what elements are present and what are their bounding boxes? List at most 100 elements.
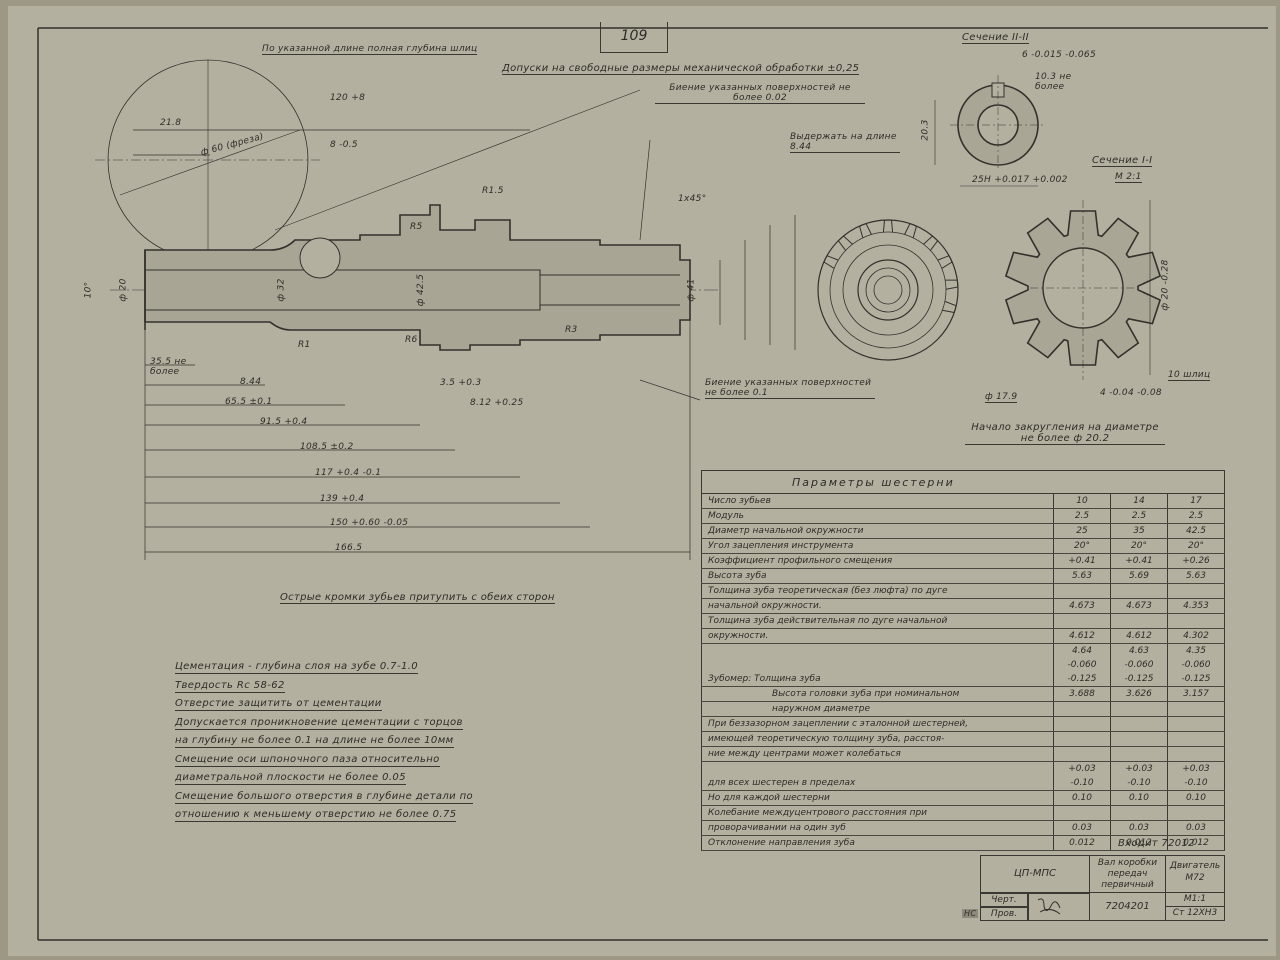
gear-end-view (817, 219, 959, 361)
dim-chamfer: 1x45° (678, 194, 707, 204)
row-value (1053, 613, 1111, 629)
dim-117: 117 +0.4 -0.1 (315, 468, 382, 478)
shaft-outline (144, 204, 691, 351)
dim-139: 139 +0.4 (320, 494, 365, 504)
row-value (1053, 583, 1111, 599)
dim-phi32: ф 32 (276, 278, 287, 302)
row-value: 20° (1110, 538, 1168, 554)
row-value: +0.03 -0.10 (1110, 761, 1168, 791)
row-value (1110, 583, 1168, 599)
row-value: 4.673 (1110, 598, 1168, 614)
gear-tooth (904, 222, 918, 238)
dim-8-12: 8.12 +0.25 (470, 398, 524, 408)
dim-phi20: ф 20 (118, 278, 129, 302)
row-value: 20° (1053, 538, 1111, 554)
row-label: Высота зуба (701, 568, 1054, 584)
gear-table-row: При беззазорном зацеплении с эталонной ш… (701, 716, 1225, 732)
row-value (1167, 613, 1225, 629)
row-value: 14 (1110, 493, 1168, 509)
note-runout-bottom: Биение указанных поверхностей не более 0… (705, 378, 875, 399)
row-value (1167, 701, 1225, 717)
row-value: 2.5 (1167, 508, 1225, 524)
row-value: 20° (1167, 538, 1225, 554)
row-label: Диаметр начальной окружности (701, 523, 1054, 539)
dim-91-5: 91.5 +0.4 (260, 417, 308, 427)
row-value: 25 (1053, 523, 1111, 539)
row-label: начальной окружности. (701, 598, 1054, 614)
dim-35-5: 35.5 не более (150, 357, 187, 377)
row-value (1110, 613, 1168, 629)
dim-r1: R1 (298, 340, 311, 350)
row-value (1110, 746, 1168, 762)
section-1-title: Сечение I-I (1092, 155, 1153, 167)
row-value: +0.03 -0.10 (1167, 761, 1225, 791)
section-2-2 (934, 75, 1045, 187)
row-label: Зубомер: Толщина зуба (701, 643, 1054, 687)
row-label: наружном диаметре (701, 701, 1054, 717)
row-value (1053, 746, 1111, 762)
dim-166-5: 166.5 (335, 543, 363, 553)
row-value (1110, 731, 1168, 747)
row-value: 0.10 (1110, 790, 1168, 806)
gear-table-row: Колебание междуцентрового расстояния при (701, 805, 1225, 821)
row-value: 4.64 -0.060 -0.125 (1053, 643, 1111, 687)
dim-r6: R6 (405, 335, 418, 345)
engine: Двигатель М72 (1165, 855, 1225, 893)
row-value: 0.012 (1053, 835, 1111, 851)
section-1-width: 4 -0.04 -0.08 (1100, 388, 1162, 398)
row-value: 4.353 (1167, 598, 1225, 614)
row-label: При беззазорном зацеплении с эталонной ш… (701, 716, 1054, 732)
dim-phi42: ф 42.5 (416, 273, 427, 307)
gear-tooth (823, 255, 839, 269)
shaft-view (110, 204, 720, 351)
page-number: 109 (600, 22, 668, 53)
dim-120: 120 +8 (330, 93, 366, 103)
gear-table-row: Толщина зуба теоретическая (без люфта) п… (701, 583, 1225, 599)
dim-65-5: 65.5 ±0.1 (225, 397, 273, 407)
row-value: 3.688 (1053, 686, 1111, 702)
row-label: для всех шестерен в пределах (701, 761, 1054, 791)
row-value: 42.5 (1167, 523, 1225, 539)
row-value: 2.5 (1053, 508, 1111, 524)
gear-tooth (923, 235, 939, 251)
dimension-lines (133, 129, 796, 560)
scale: М1:1 (1165, 892, 1225, 907)
row-label: имеющей теоретическую толщину зуба, расс… (701, 731, 1054, 747)
row-value (1110, 805, 1168, 821)
note-sharp-edges: Острые кромки зубьев притупить с обеих с… (280, 592, 555, 604)
row-value (1110, 701, 1168, 717)
tech-requirement-line: Допускается проникновение цементации с т… (175, 716, 463, 730)
row-value: 4.35 -0.060 -0.125 (1167, 643, 1225, 687)
row-value: 3.157 (1167, 686, 1225, 702)
tech-requirement-line: Твердость Rc 58-62 (175, 679, 285, 693)
row-value: 2.5 (1110, 508, 1168, 524)
tech-requirement-line: диаметральной плоскости не более 0.05 (175, 772, 406, 785)
dim-8-44: 8.44 (240, 377, 262, 387)
row-value: +0.26 (1167, 553, 1225, 569)
row-label: проворачивании на один зуб (701, 820, 1054, 836)
dim-r15: R1.5 (482, 186, 504, 196)
signature-cell (1028, 893, 1090, 921)
gear-tooth (882, 219, 894, 233)
row-label: Колебание междуцентрового расстояния при (701, 805, 1054, 821)
drew-label: Черт. (980, 893, 1028, 907)
row-value: 0.03 (1167, 820, 1225, 836)
checked-label: Пров. (980, 907, 1028, 921)
tech-requirement-line: на глубину не более 0.1 на длине не боле… (175, 735, 454, 748)
org-cell: ЦП-МПС (980, 855, 1090, 893)
row-value: 0.012 (1110, 835, 1168, 851)
dim-150: 150 +0.60 -0.05 (330, 518, 409, 528)
gear-table-row: Толщина зуба действительная по дуге нача… (701, 613, 1225, 629)
gear-table-title: Параметры шестерни (701, 470, 1225, 494)
row-value (1110, 716, 1168, 732)
section-1-phi: ф 17.9 (985, 392, 1018, 403)
row-value: 4.673 (1053, 598, 1111, 614)
row-label: Высота головки зуба при номинальном (701, 686, 1054, 702)
